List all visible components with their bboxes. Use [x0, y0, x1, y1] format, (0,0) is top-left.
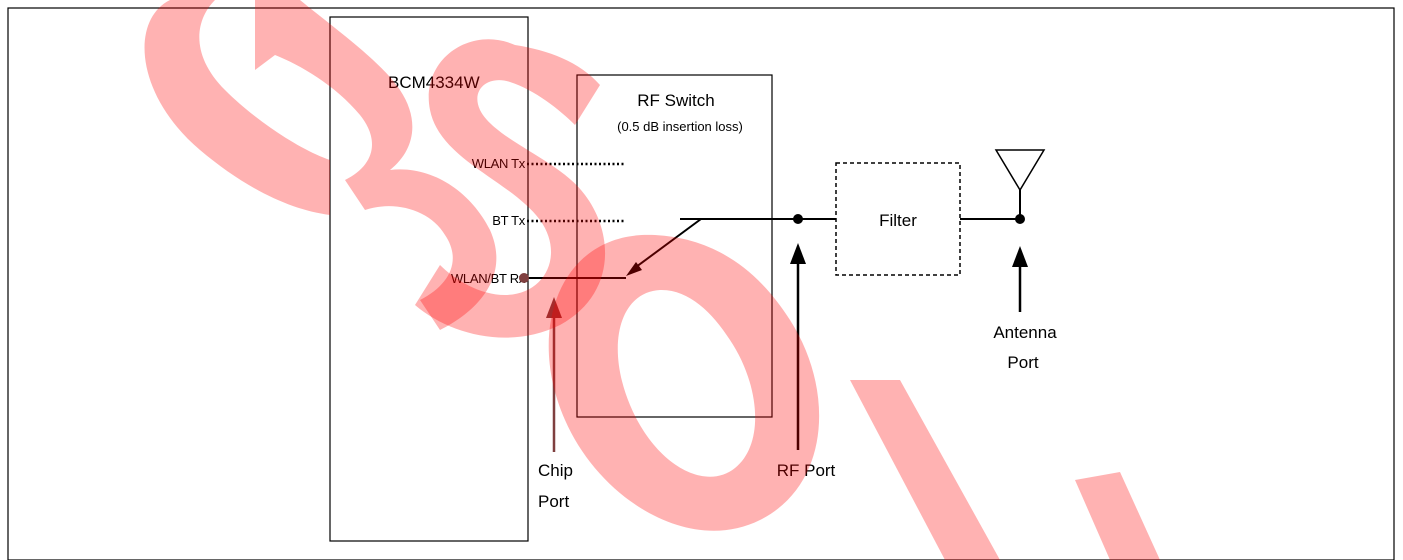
antenna-port-label-line2: Port	[1007, 353, 1038, 372]
filter-block: Filter	[835, 162, 961, 276]
switch-arrowhead	[626, 262, 642, 276]
chip-port-label-line1: Chip	[538, 461, 573, 480]
chip-port-label-line2: Port	[538, 492, 569, 511]
rf-switch-block: RF Switch (0.5 dB insertion loss)	[576, 74, 773, 418]
watermark-letter-e	[1075, 472, 1160, 560]
rf-switch-note: (0.5 dB insertion loss)	[617, 119, 743, 134]
chip-port-dot	[519, 273, 529, 283]
switch-arm	[631, 218, 702, 271]
chip-port-arrow	[546, 297, 562, 452]
watermark-letter-b	[255, 0, 497, 330]
watermark-letter-s	[415, 39, 606, 338]
pin-wlan-tx-label: WLAN Tx	[472, 156, 526, 171]
watermark-letter-l	[850, 380, 1000, 560]
watermark-letter-c	[144, 0, 330, 215]
chip-label: BCM4334W	[388, 73, 480, 92]
rf-port-label: RF Port	[777, 461, 836, 480]
rf-port-dot	[793, 214, 803, 224]
diagram-frame	[7, 7, 1395, 560]
pin-bt-tx-label: BT Tx	[492, 213, 525, 228]
antenna-port-arrow	[1012, 246, 1028, 312]
filter-label: Filter	[879, 211, 917, 230]
rf-port-arrow	[790, 243, 806, 450]
rf-switch-title: RF Switch	[637, 91, 714, 110]
antenna-port-label-line1: Antenna	[993, 323, 1057, 342]
antenna-icon	[994, 149, 1046, 192]
pin-rx-label: WLAN/BT Rx	[451, 271, 526, 286]
watermark	[144, 0, 1160, 560]
watermark-letter-o	[548, 234, 820, 531]
